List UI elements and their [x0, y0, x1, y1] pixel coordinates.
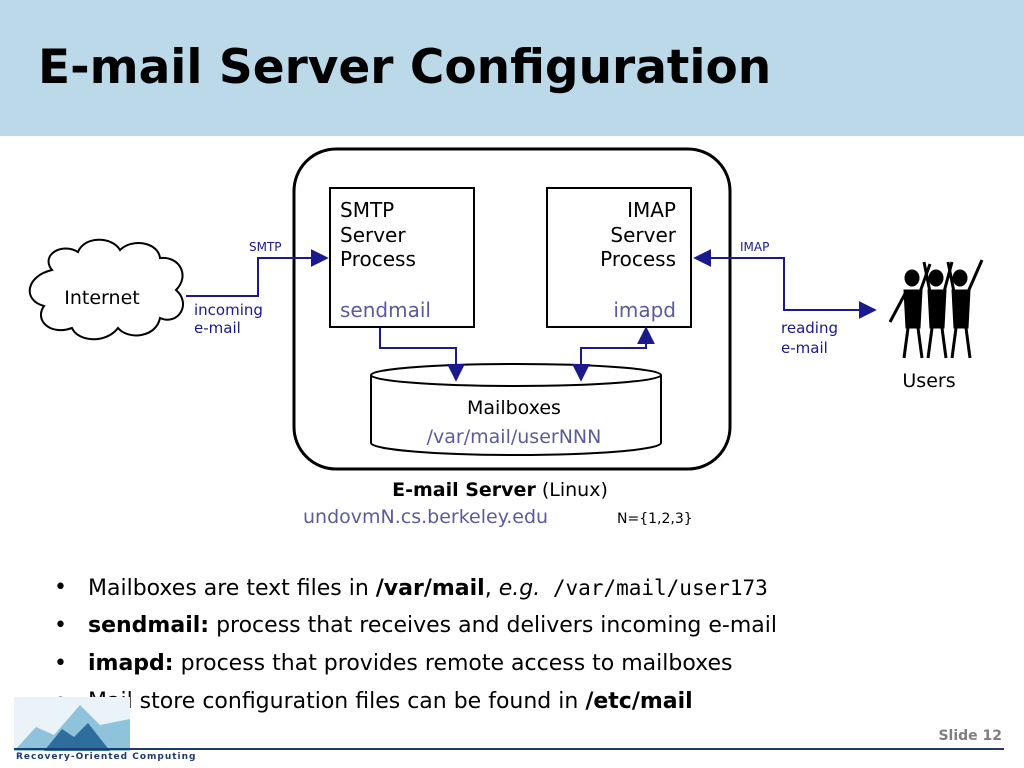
roc-logo-text: Recovery-Oriented Computing — [16, 752, 197, 762]
smtp-box-line2: Server — [340, 223, 406, 247]
imap-arrow-label: IMAP — [740, 240, 769, 254]
imap-box-line2: Server — [610, 223, 676, 247]
server-caption: E-mail Server (Linux) — [392, 479, 608, 501]
imap-box-line3: Process — [600, 247, 676, 271]
email-server-diagram: SMTP Server Process sendmail IMAP Server… — [28, 147, 984, 528]
slide-number: Slide 12 — [938, 728, 1002, 744]
slide-title: E-mail Server Configuration — [38, 40, 772, 95]
server-caption-rest: (Linux) — [536, 479, 608, 501]
server-caption-bold: E-mail Server — [392, 479, 536, 501]
imap-reading-arrow — [693, 249, 877, 319]
smtp-incoming-arrow — [186, 249, 329, 297]
bullet-list: •Mailboxes are text files in /var/mail, … — [52, 570, 777, 722]
mailboxes-to-imapd-arrow — [572, 326, 655, 382]
mailboxes-label: Mailboxes — [467, 397, 561, 419]
title-banner — [0, 0, 1024, 136]
bullet-item: •Mailboxes are text files in /var/mail, … — [54, 575, 768, 601]
smtp-box-line3: Process — [340, 247, 416, 271]
bullet-item: •Mail store configuration files can be f… — [54, 689, 693, 714]
imap-box-line1: IMAP — [627, 198, 676, 222]
mailboxes-path: /var/mail/userNNN — [427, 426, 602, 448]
sendmail-label: sendmail — [340, 298, 431, 322]
smtp-box-line1: SMTP — [340, 198, 394, 222]
reading-label-1: reading — [781, 319, 838, 337]
users-label: Users — [902, 370, 955, 392]
sendmail-to-mailboxes-arrow — [379, 328, 465, 382]
users-icon — [888, 259, 984, 359]
bullet-item: •imapd: process that provides remote acc… — [54, 651, 733, 676]
internet-label: Internet — [64, 287, 139, 309]
incoming-label-2: e-mail — [194, 319, 241, 337]
footer-rule — [14, 748, 1004, 750]
reading-label-2: e-mail — [781, 339, 828, 357]
smtp-server-box — [329, 187, 475, 328]
smtp-arrow-label: SMTP — [249, 240, 282, 254]
incoming-label-1: incoming — [194, 301, 263, 319]
imapd-label: imapd — [613, 298, 676, 322]
internet-cloud-icon — [28, 238, 184, 341]
roc-logo — [14, 697, 130, 751]
n-set-label: N={1,2,3} — [617, 511, 693, 527]
bullet-item: •sendmail: process that receives and del… — [54, 613, 777, 638]
server-hostname: undovmN.cs.berkeley.edu — [303, 506, 548, 528]
